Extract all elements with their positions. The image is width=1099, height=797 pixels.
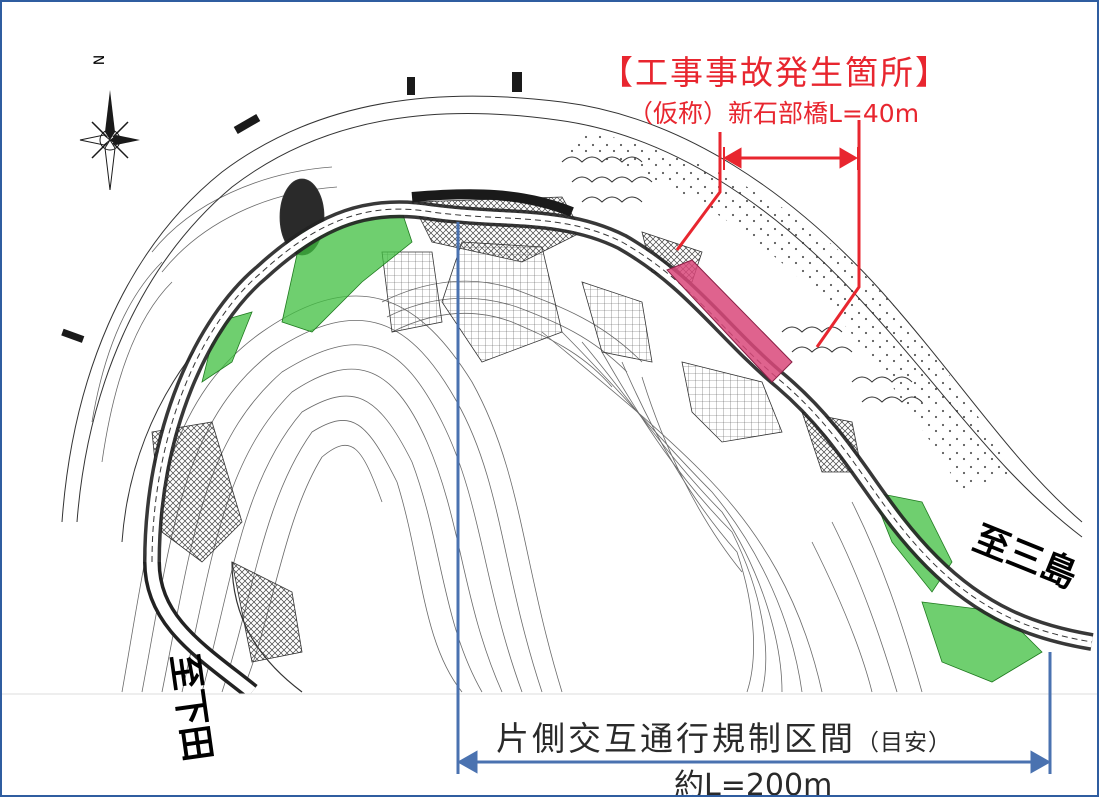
construction-zones [151,178,863,663]
map-symbols [61,72,522,343]
north-label: N [92,54,109,66]
new-bridge-section [666,259,793,383]
green-slopes [201,211,1043,683]
bridge-name-label: （仮称）新石部橋L=40m [628,99,920,128]
regulation-section-label: 片側交互通行規制区間（目安） [496,712,952,760]
regulation-label-text: 片側交互通行規制区間 [496,719,856,758]
regulation-dimension [456,222,1052,774]
embankment-area [562,132,1012,492]
regulation-note: （目安） [856,730,952,756]
accident-leader-lines [675,120,861,348]
accident-location-title: 【工事事故発生箇所】 [600,53,950,92]
regulation-length-label: 約L=200m [674,768,833,797]
compass-icon [79,90,140,191]
retaining-wall [411,189,574,217]
bridge-length-arrow [722,147,859,170]
